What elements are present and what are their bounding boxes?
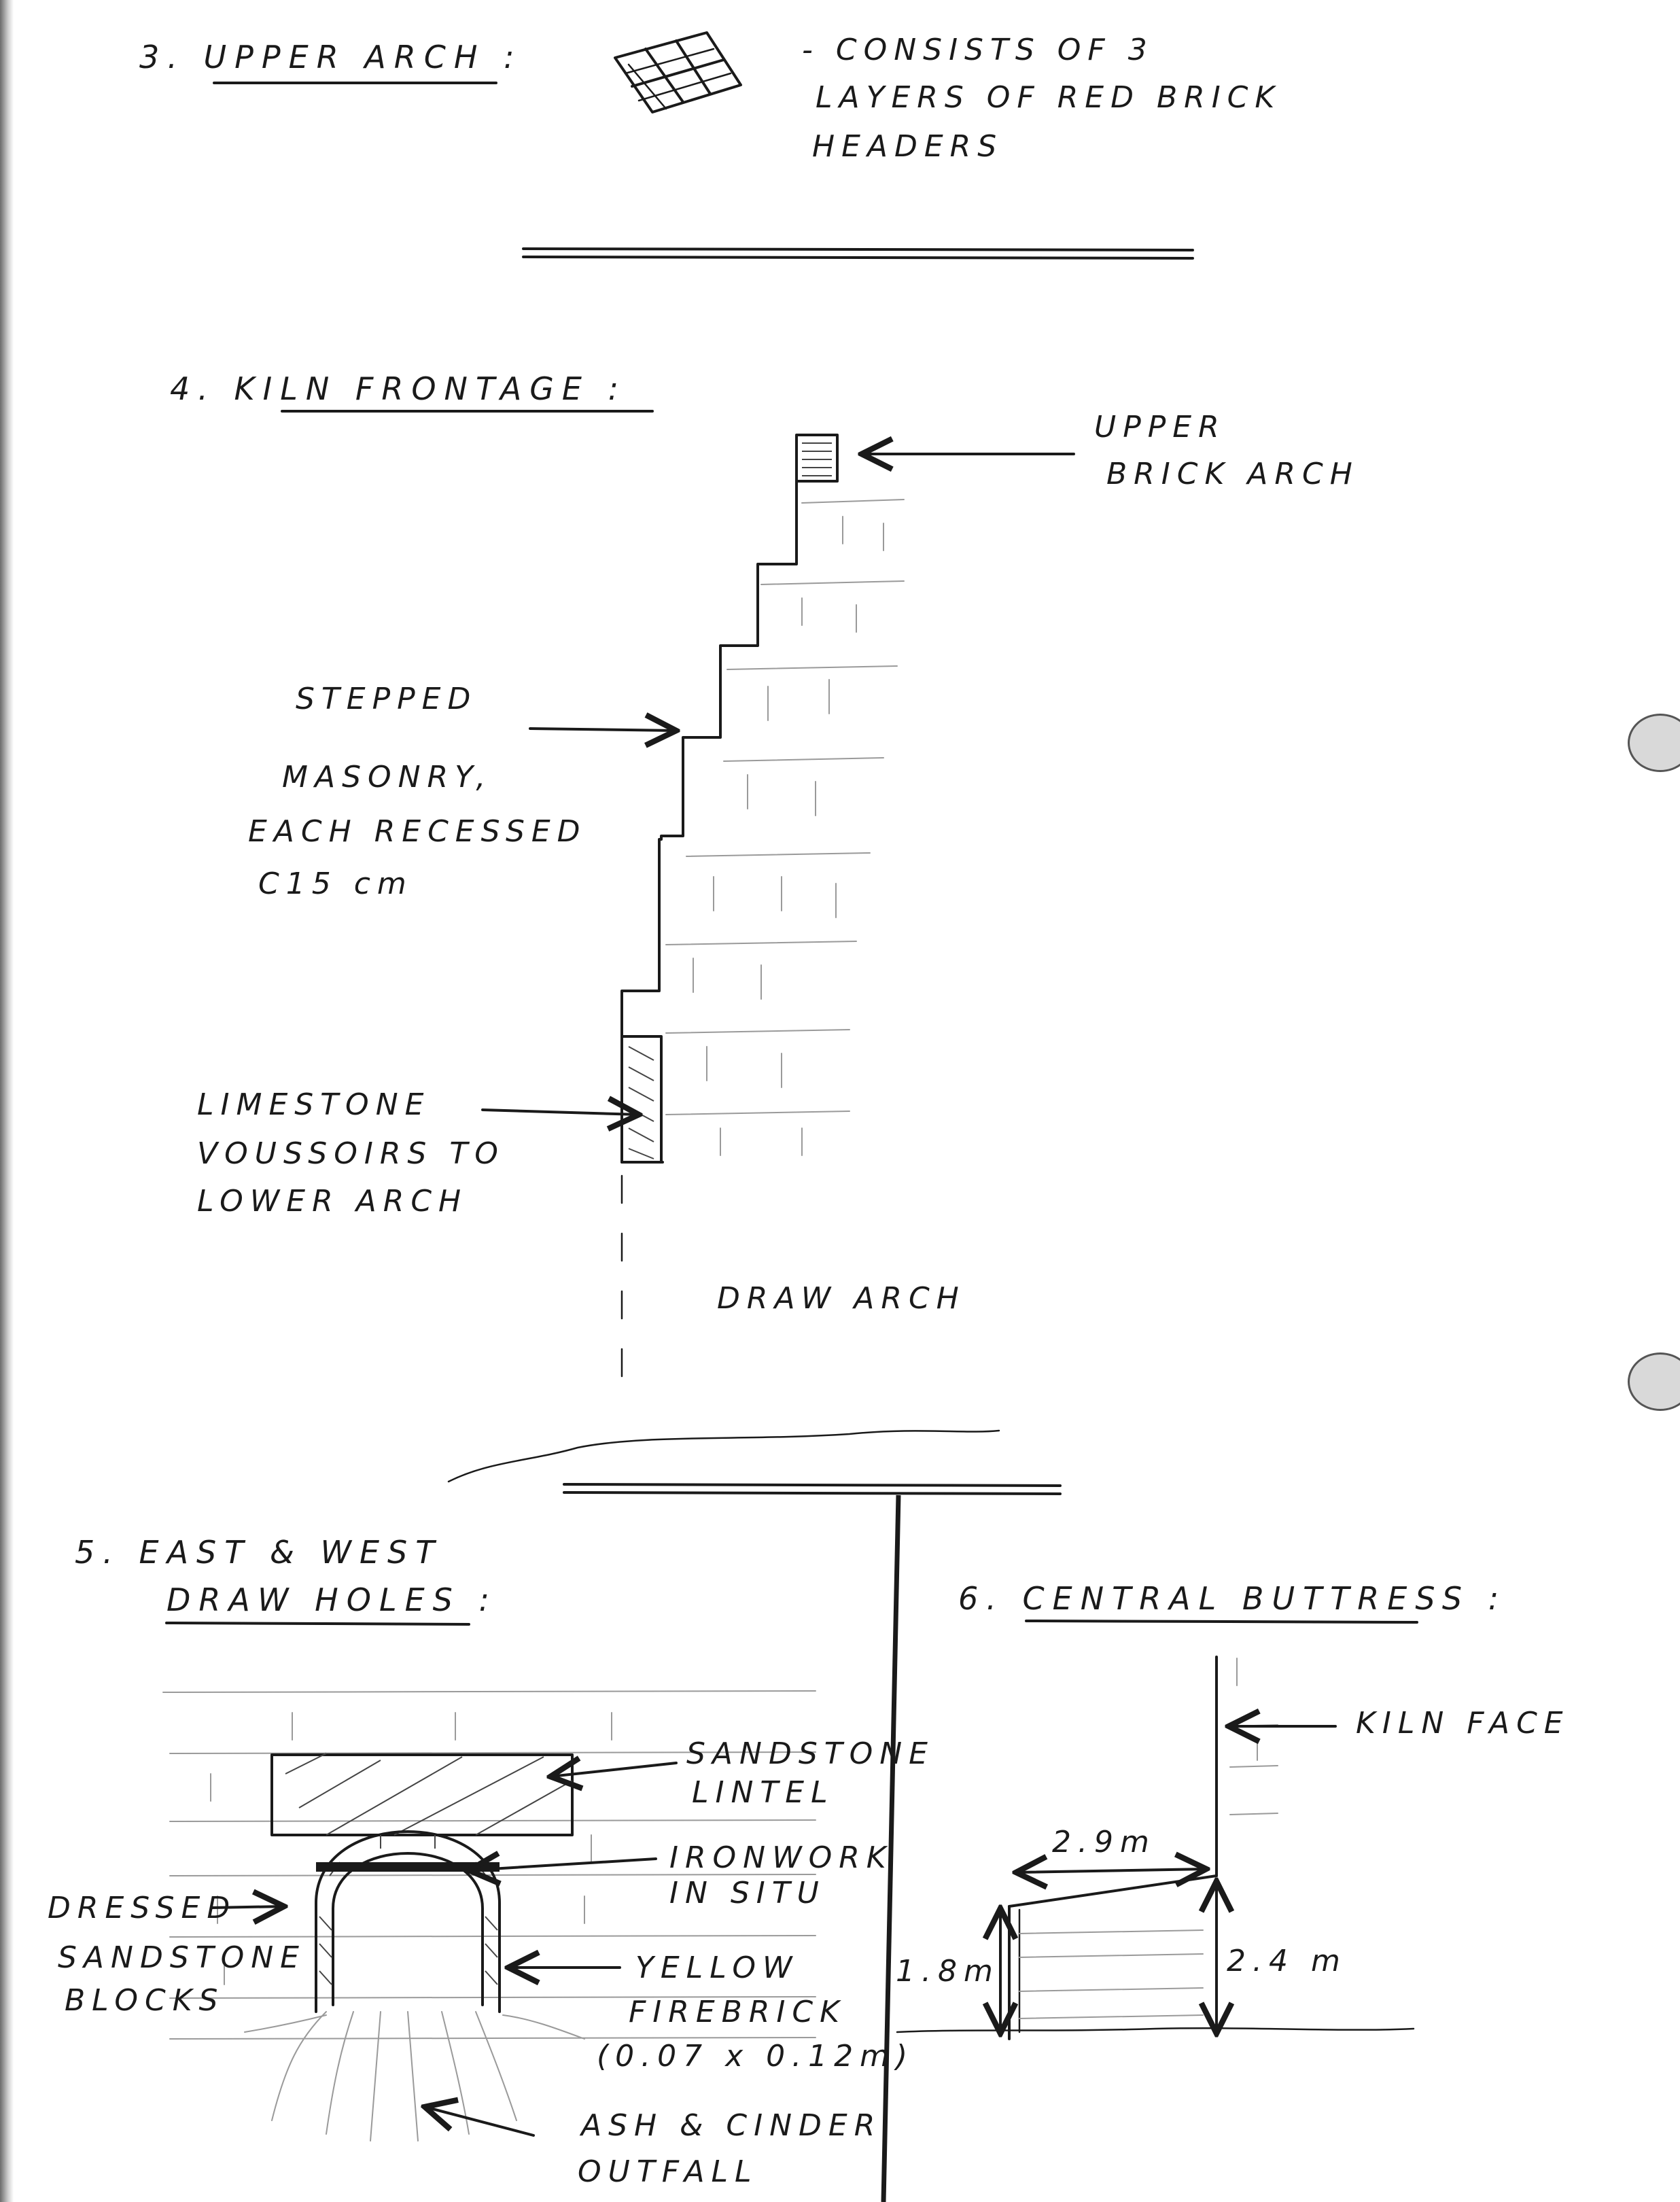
ironwork-bar (316, 1862, 500, 1872)
upper-arch-title: 3. UPPER ARCH : (139, 39, 523, 75)
sandstone-lintel (270, 1753, 574, 1836)
upper-arch-desc-line3: HEADERS (812, 129, 1003, 164)
ash-label-line1: ASH & CINDER (579, 2108, 881, 2143)
ash-label-line2: OUTFALL (578, 2154, 758, 2189)
separator-1b (522, 256, 1194, 260)
binder-hole-top (1628, 714, 1680, 772)
limestone-voussoirs-block (620, 1035, 663, 1164)
separator-1a (522, 247, 1194, 251)
dim-left-label: 1.8m (896, 1954, 1000, 1989)
upper-arch-desc-line2: LAYERS OF RED BRICK (816, 80, 1281, 115)
ash-arrow (425, 2107, 535, 2137)
ground-line-frontage (447, 1429, 1000, 1483)
lintel-arrow (550, 1763, 678, 1777)
kiln-frontage-title: 4. KILN FRONTAGE : (170, 370, 627, 407)
dressed-arrow (211, 1906, 284, 1908)
ironwork-label-line2: IN SITU (669, 1876, 826, 1910)
firebrick-label-line3: (0.07 x 0.12m) (597, 2039, 914, 2074)
limestone-label-line3: LOWER ARCH (197, 1184, 468, 1219)
brick-header-icon (614, 31, 742, 113)
dressed-label-line1: DRESSED (48, 1891, 237, 1925)
stepped-masonry-profile (620, 478, 798, 1164)
dressed-label-line3: BLOCKS (65, 1983, 224, 2018)
firebrick-label-line1: YELLOW (635, 1951, 799, 1985)
section-kiln-frontage: 4. KILN FRONTAGE : UPPER BRICK ARCH STEP… (170, 370, 1359, 1495)
section-central-buttress: 6. CENTRAL BUTTRESS : KILN FACE 2.9m 1.8… (896, 1580, 1570, 2040)
upper-brick-arch-block (795, 434, 839, 483)
stepped-arrow (529, 729, 676, 731)
limestone-label-line2: VOUSSOIRS TO (197, 1136, 505, 1171)
buttress-top-slope (1008, 1874, 1218, 1908)
upper-brick-label-line1: UPPER (1094, 410, 1226, 444)
firebrick-label-line2: FIREBRICK (629, 1995, 846, 2029)
stepped-label-line4: C15 cm (258, 867, 413, 901)
page-edge-shadow (0, 0, 14, 2202)
dim-width-arrow (1016, 1869, 1206, 1872)
vertical-divider (881, 1495, 901, 2202)
upper-brick-label-line2: BRICK ARCH (1106, 457, 1359, 491)
draw-holes-underline (165, 1622, 470, 1626)
dim-right-label: 2.4 m (1227, 1944, 1347, 1978)
upper-arch-desc-line1: - CONSISTS OF 3 (802, 33, 1154, 67)
draw-holes-title-line1: 5. EAST & WEST (75, 1534, 442, 1571)
section-upper-arch: 3. UPPER ARCH : - CONSISTS OF 3 LAYERS O… (139, 31, 1281, 260)
ironwork-label-line1: IRONWORK (669, 1840, 893, 1875)
ground-line-buttress (896, 2027, 1415, 2033)
stepped-label-line1: STEPPED (296, 682, 477, 716)
limestone-arrow (481, 1110, 639, 1115)
section-draw-holes: 5. EAST & WEST DRAW HOLES : SANDSTONE LI… (48, 1534, 934, 2189)
separator-2a (563, 1483, 1062, 1487)
draw-holes-title-line2: DRAW HOLES : (167, 1581, 497, 1618)
binder-hole-bottom (1628, 1352, 1680, 1411)
lintel-label-line2: LINTEL (692, 1775, 835, 1810)
draw-hole-arch-outer (315, 1830, 501, 2013)
stepped-label-line3: EACH RECESSED (248, 814, 587, 849)
dim-width-label: 2.9m (1052, 1825, 1156, 1859)
lintel-label-line1: SANDSTONE (686, 1736, 934, 1771)
stepped-label-line2: MASONRY, (282, 760, 492, 794)
draw-arch-label: DRAW ARCH (717, 1281, 966, 1316)
ash-cinder-outfall (244, 2011, 585, 2142)
limestone-label-line1: LIMESTONE (197, 1087, 430, 1122)
draw-hole-arch-inner (332, 1852, 484, 2006)
separator-2b (563, 1491, 1062, 1495)
central-buttress-title: 6. CENTRAL BUTTRESS : (958, 1580, 1507, 1617)
dressed-label-line2: SANDSTONE (58, 1940, 306, 1975)
kiln-face-label: KILN FACE (1356, 1706, 1570, 1741)
frontage-brick-coursing (665, 499, 905, 1156)
central-buttress-underline (1025, 1620, 1418, 1624)
ironwork-arrow (469, 1859, 657, 1870)
